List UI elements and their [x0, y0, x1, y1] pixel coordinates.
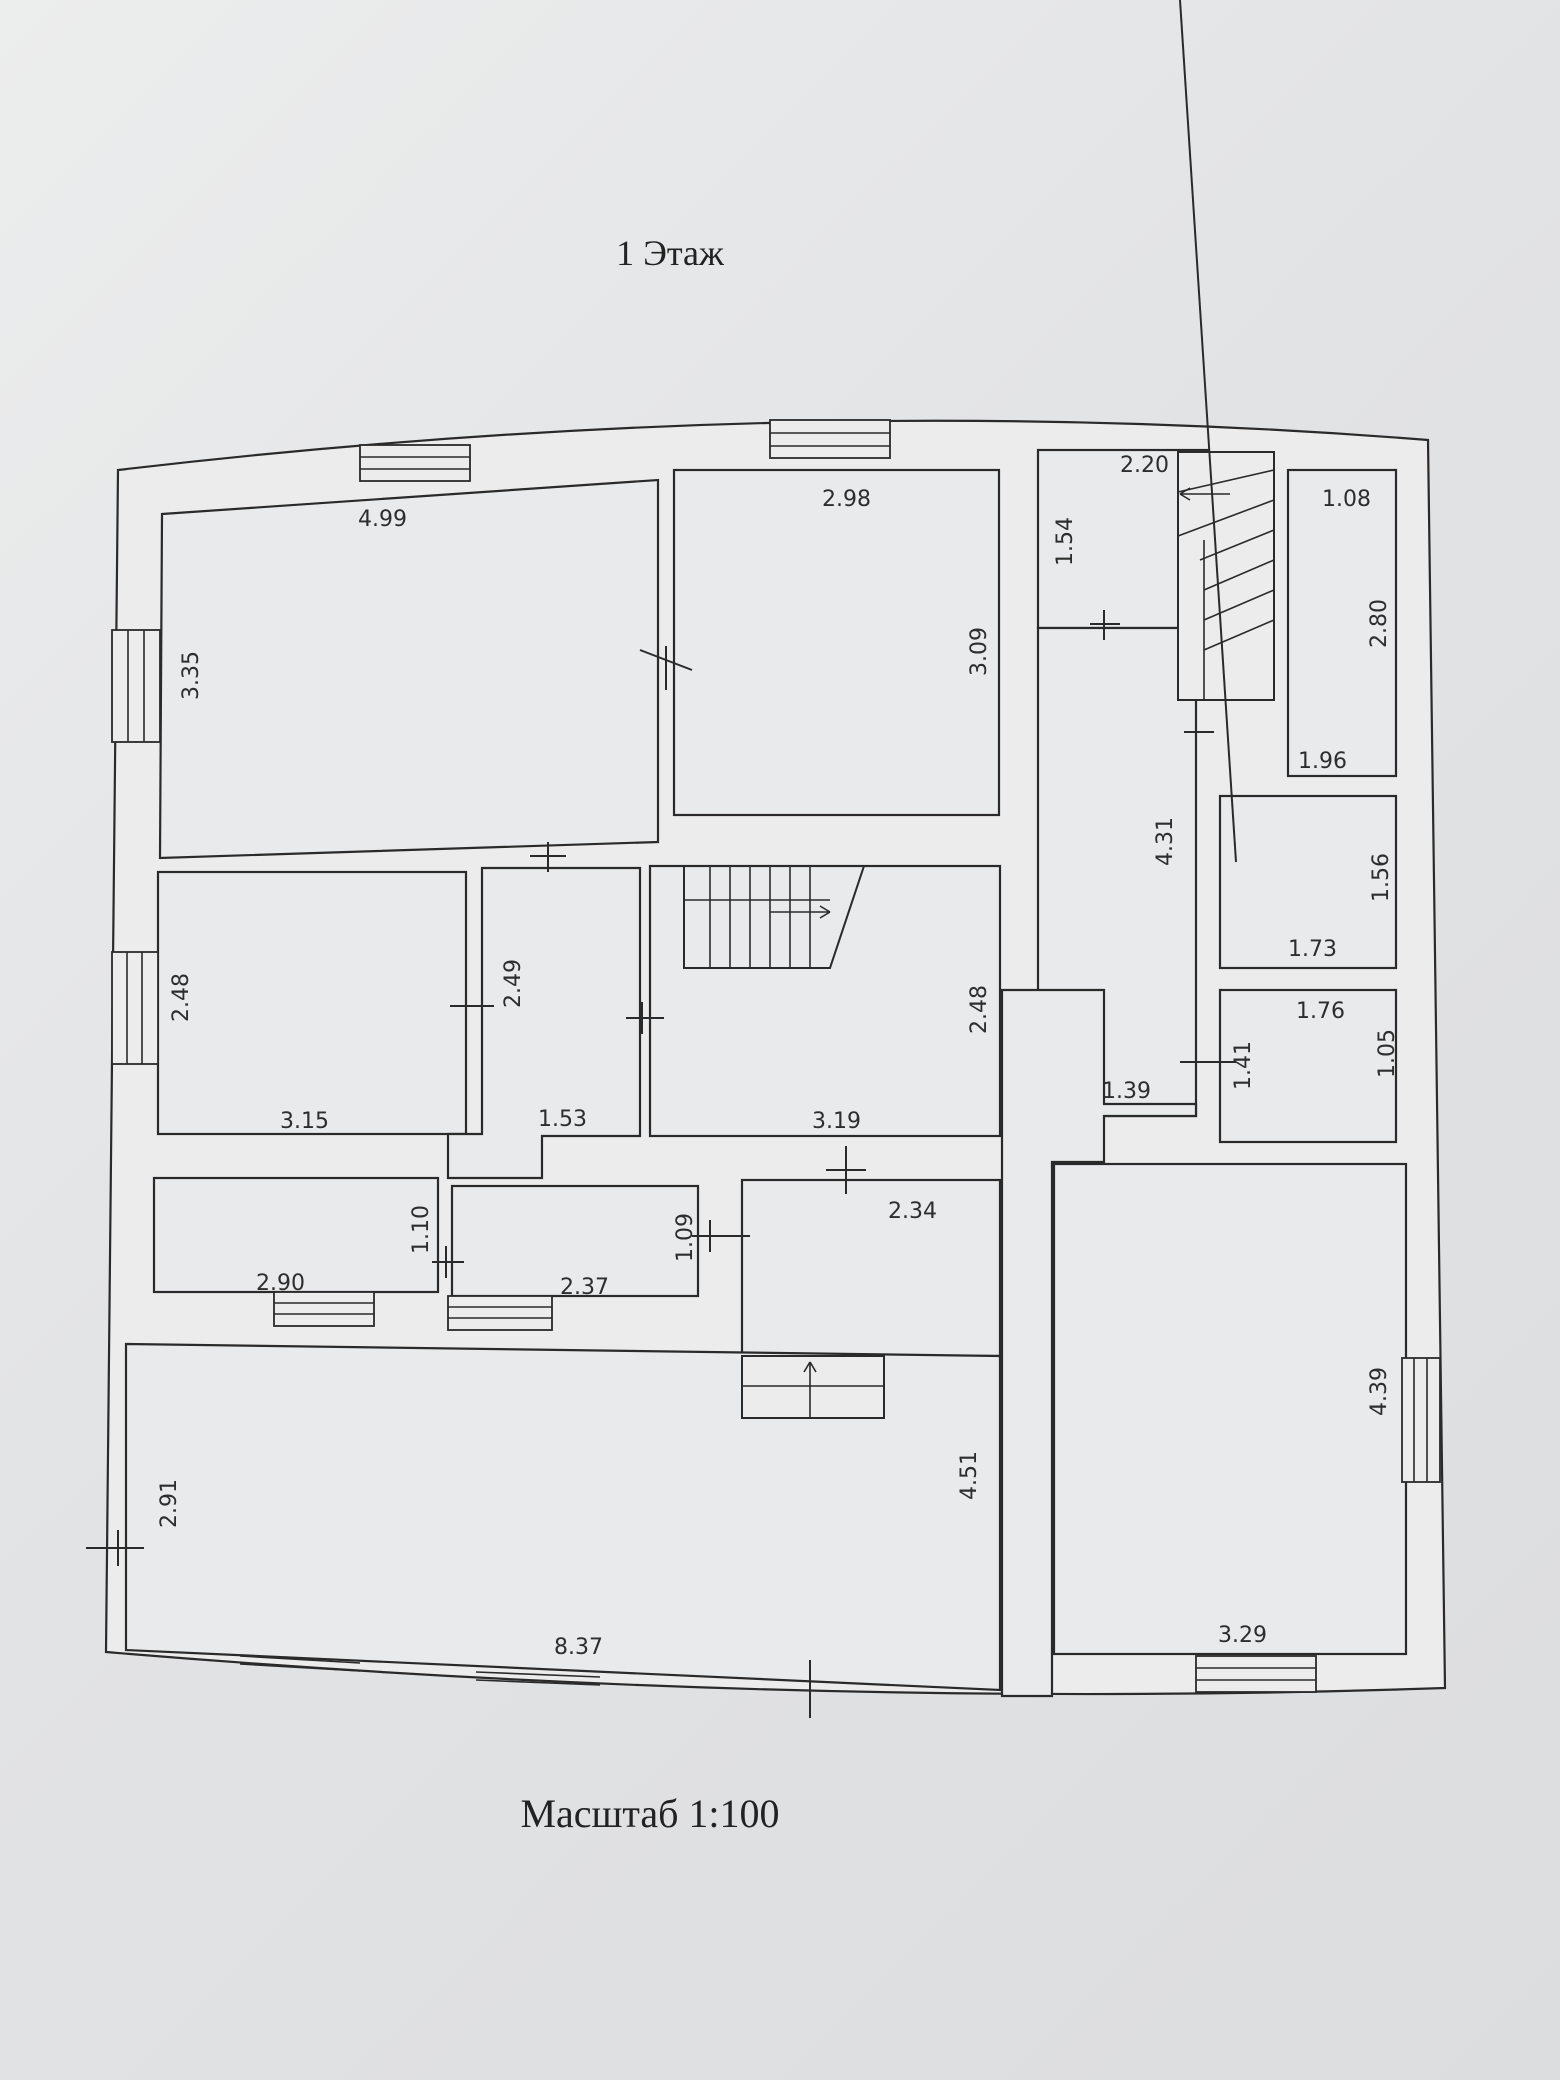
dim-1-10: 1.10 — [409, 1205, 434, 1254]
dim-3-29: 3.29 — [1218, 1623, 1267, 1648]
staircase-middle — [683, 865, 866, 969]
room-left-middle — [156, 870, 468, 1136]
window-inner-2 — [447, 1295, 553, 1331]
dim-1-73: 1.73 — [1288, 937, 1337, 962]
room-bottom-right — [1052, 1162, 1408, 1656]
room-stair-hall — [648, 864, 1002, 1138]
room-right-small — [1218, 988, 1398, 1144]
entrance-steps — [741, 1355, 885, 1419]
dim-2-80: 2.80 — [1367, 599, 1392, 648]
room-small-mid — [450, 1184, 700, 1298]
window-top-2 — [769, 419, 891, 459]
dim-1-56: 1.56 — [1369, 853, 1394, 902]
dim-2-90: 2.90 — [256, 1271, 305, 1296]
room-top-right — [1286, 468, 1398, 778]
window-bottom-right — [1195, 1655, 1317, 1693]
window-bottom-1 — [239, 1655, 361, 1672]
dim-2-91: 2.91 — [157, 1479, 182, 1528]
dim-3-09: 3.09 — [967, 627, 992, 676]
dim-2-48-mid: 2.48 — [967, 985, 992, 1034]
dim-2-34: 2.34 — [888, 1199, 937, 1224]
dim-1-96: 1.96 — [1298, 749, 1347, 774]
room-corridor-center — [1000, 988, 1198, 1698]
window-top-1 — [359, 444, 471, 482]
dim-4-39: 4.39 — [1367, 1367, 1392, 1416]
dim-1-41: 1.41 — [1231, 1041, 1256, 1090]
dim-3-15: 3.15 — [280, 1109, 329, 1134]
dim-2-98: 2.98 — [822, 487, 871, 512]
dim-1-09: 1.09 — [673, 1213, 698, 1262]
window-left-2 — [111, 951, 159, 1065]
room-small-left — [152, 1176, 440, 1294]
dim-1-54: 1.54 — [1053, 517, 1078, 566]
room-top-left — [158, 478, 660, 860]
window-bottom-2 — [475, 1671, 601, 1686]
window-right — [1401, 1357, 1441, 1483]
window-left-1 — [111, 629, 161, 743]
dim-4-51: 4.51 — [957, 1451, 982, 1500]
room-hall-left — [446, 866, 642, 1180]
room-right-upper — [1218, 794, 1398, 970]
scale-label: Масштаб 1:100 — [520, 1791, 780, 1836]
dim-1-05: 1.05 — [1375, 1029, 1400, 1078]
door-marks — [86, 0, 1237, 1718]
staircase-upper — [1177, 451, 1275, 701]
dim-4-31: 4.31 — [1153, 817, 1178, 866]
room-vestibule — [740, 1178, 1002, 1358]
dim-2-37: 2.37 — [560, 1275, 609, 1300]
floor-title: 1 Этаж — [616, 233, 724, 273]
dim-1-76: 1.76 — [1296, 999, 1345, 1024]
dim-1-39: 1.39 — [1102, 1079, 1151, 1104]
dim-3-19: 3.19 — [812, 1109, 861, 1134]
dim-2-48-left: 2.48 — [169, 973, 194, 1022]
dim-1-08: 1.08 — [1322, 487, 1371, 512]
dim-1-53: 1.53 — [538, 1107, 587, 1132]
window-inner-1 — [273, 1291, 375, 1327]
dim-8-37: 8.37 — [554, 1635, 603, 1660]
dim-2-49: 2.49 — [501, 959, 526, 1008]
dim-2-20: 2.20 — [1120, 453, 1169, 478]
dim-3-35: 3.35 — [179, 651, 204, 700]
room-top-middle — [672, 468, 1001, 817]
dim-4-99: 4.99 — [358, 507, 407, 532]
